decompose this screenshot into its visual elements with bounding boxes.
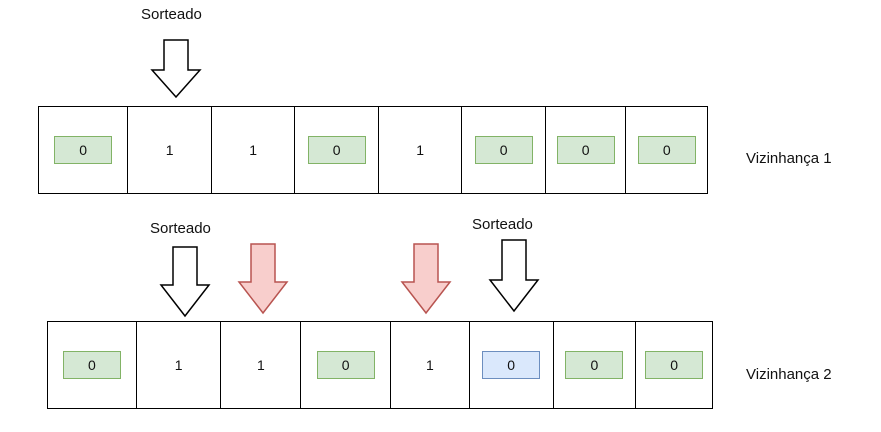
array-cell: 1 — [137, 322, 222, 408]
array-cell: 1 — [128, 107, 212, 193]
array-cell: 1 — [391, 322, 470, 408]
value-box: 0 — [316, 351, 375, 379]
red-down-arrow-icon — [400, 243, 452, 315]
value-box: 0 — [556, 136, 615, 164]
value-box: 0 — [62, 351, 121, 379]
array-cell: 0 — [39, 107, 129, 193]
array-cell: 1 — [221, 322, 302, 408]
array-cell: 0 — [301, 322, 391, 408]
value-box: 0 — [645, 351, 704, 379]
array-cell: 1 — [212, 107, 296, 193]
value-box: 0 — [54, 136, 113, 164]
array-cell: 0 — [295, 107, 379, 193]
row-title-vizinhanca-2: Vizinhança 2 — [746, 366, 832, 383]
array-cell: 0 — [470, 322, 554, 408]
array-cell: 0 — [626, 107, 707, 193]
value-box-selected: 0 — [482, 351, 541, 379]
vizinhanca-2-array: 0 1 1 0 1 0 0 0 — [47, 321, 713, 409]
value-box: 0 — [565, 351, 624, 379]
down-arrow-icon — [488, 239, 540, 313]
sorteado-label-row1: Sorteado — [141, 6, 202, 23]
array-cell: 0 — [462, 107, 546, 193]
value-box: 0 — [474, 136, 533, 164]
array-cell: 1 — [379, 107, 463, 193]
array-cell: 0 — [48, 322, 137, 408]
red-down-arrow-icon — [237, 243, 289, 315]
array-cell: 0 — [636, 322, 712, 408]
array-cell: 0 — [554, 322, 637, 408]
down-arrow-icon — [159, 246, 211, 318]
down-arrow-icon — [150, 39, 202, 99]
value-box: 0 — [307, 136, 366, 164]
sorteado-label-row2-left: Sorteado — [150, 220, 211, 237]
vizinhanca-1-array: 0 1 1 0 1 0 0 0 — [38, 106, 708, 194]
row-title-vizinhanca-1: Vizinhança 1 — [746, 150, 832, 167]
array-cell: 0 — [546, 107, 627, 193]
value-box: 0 — [637, 136, 696, 164]
sorteado-label-row2-right: Sorteado — [472, 216, 533, 233]
